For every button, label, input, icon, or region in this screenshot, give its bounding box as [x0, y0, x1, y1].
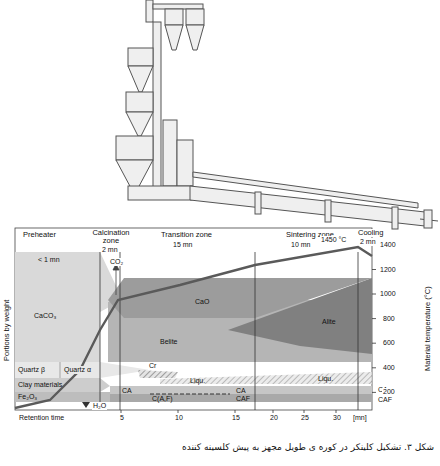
phase-label: CaCO₃: [34, 312, 56, 320]
zone-name: Calcination zone: [90, 229, 132, 245]
zone-duration: 15 mn: [172, 241, 193, 249]
zone-duration: 10 mn: [290, 241, 311, 249]
axis-tick: 1400: [379, 241, 397, 249]
phase-label: CAF: [236, 395, 250, 403]
phase-label: Quartz α: [63, 366, 92, 374]
phase-label: Alite: [322, 318, 336, 326]
phase-label: Cr: [148, 362, 157, 370]
axis-tick: 20: [269, 414, 279, 422]
phase-label: Clay materials: [18, 381, 62, 389]
axis-tick: 800: [382, 315, 396, 323]
phase-label: CA: [236, 387, 246, 395]
axis-title: Portions by weight: [3, 299, 11, 362]
zone-duration: < 1 mn: [38, 256, 60, 264]
axis-tick: 10: [174, 414, 184, 422]
axis-title: Retention time: [18, 414, 65, 422]
phase-label: CaO: [195, 298, 209, 306]
phase-label: Quartz β: [18, 366, 45, 374]
axis-tick: 30: [332, 414, 342, 422]
axis-tick: 5: [119, 414, 125, 422]
zone-duration: 2 mn: [359, 238, 377, 246]
axis-tick: 600: [382, 339, 396, 347]
phase-label: C(A,F): [152, 395, 173, 403]
phase-label: CO₂: [109, 258, 124, 266]
axis-tick: 1200: [379, 266, 397, 274]
axis-tick: 400: [382, 364, 396, 372]
phase-label: CAF: [377, 396, 393, 404]
phase-label: Liqu.: [190, 377, 205, 385]
axis-tick: 200: [382, 388, 396, 396]
zone-duration: 2 mn: [101, 246, 119, 254]
figure-caption: شکل ۳. تشکیل کلینکر در کوره ی طویل مجهز …: [182, 442, 434, 452]
axis-tick: 1000: [379, 290, 397, 298]
phase-label: CA: [122, 387, 132, 395]
zone-name: Preheater: [22, 231, 57, 239]
temperature-peak: 1450 °C: [320, 236, 347, 244]
axis-tick: 15: [231, 414, 241, 422]
zone-name: Cooling: [357, 229, 384, 237]
axis-title: Material temperature (°C): [424, 285, 432, 372]
phase-label: Fe₂O₃: [18, 393, 37, 401]
phase-label: H₂O: [92, 402, 107, 410]
phase-label: Belite: [160, 338, 178, 346]
axis-tick: [mn]: [352, 414, 368, 422]
phase-label: Liqu.: [318, 375, 333, 383]
axis-tick: 25: [300, 414, 310, 422]
zone-name: Transition zone: [160, 231, 213, 239]
